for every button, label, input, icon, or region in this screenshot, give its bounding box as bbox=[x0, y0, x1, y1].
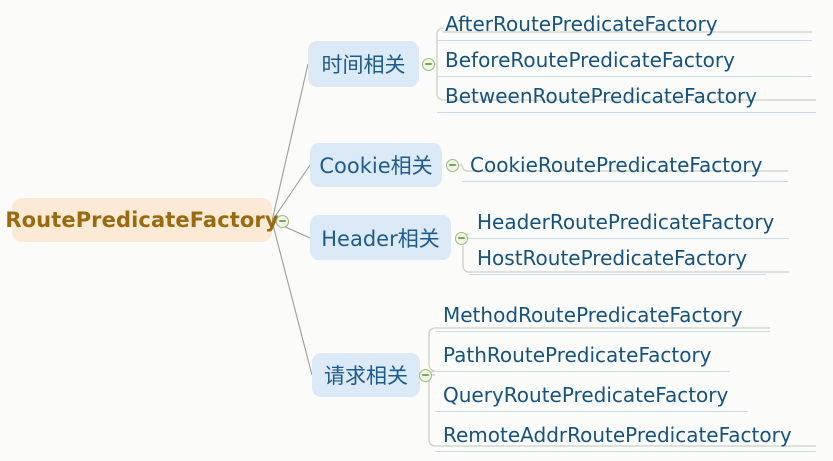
leaf-node-after-route-predicate-factory[interactable]: AfterRoutePredicateFactory bbox=[437, 8, 812, 41]
leaf-node-between-route-predicate-factory[interactable]: BetweenRoutePredicateFactory bbox=[437, 80, 816, 113]
leaf-node-remote-addr-route-predicate-factory[interactable]: RemoteAddrRoutePredicateFactory bbox=[435, 419, 816, 452]
leaf-label: HostRoutePredicateFactory bbox=[477, 246, 748, 270]
leaf-node-header-route-predicate-factory[interactable]: HeaderRoutePredicateFactory bbox=[469, 206, 789, 239]
edge-root-to-request bbox=[271, 220, 313, 376]
leaf-label: HeaderRoutePredicateFactory bbox=[477, 210, 775, 234]
root-node-label: RoutePredicateFactory bbox=[5, 208, 279, 232]
branch-node-header[interactable]: Header相关 bbox=[310, 215, 451, 260]
collapse-toggle-icon-header[interactable] bbox=[455, 232, 468, 245]
collapse-toggle-icon-cookie[interactable] bbox=[446, 159, 459, 172]
leaf-label: BetweenRoutePredicateFactory bbox=[445, 84, 758, 108]
leaf-node-method-route-predicate-factory[interactable]: MethodRoutePredicateFactory bbox=[435, 299, 770, 332]
collapse-toggle-icon-request[interactable] bbox=[419, 369, 432, 382]
branch-node-cookie-label: Cookie相关 bbox=[319, 154, 433, 178]
branch-node-cookie[interactable]: Cookie相关 bbox=[310, 143, 442, 187]
leaf-label: CookieRoutePredicateFactory bbox=[470, 153, 763, 177]
leaf-label: PathRoutePredicateFactory bbox=[443, 343, 712, 367]
branch-node-time[interactable]: 时间相关 bbox=[308, 41, 419, 87]
branch-node-request-label: 请求相关 bbox=[324, 364, 408, 388]
leaf-node-path-route-predicate-factory[interactable]: PathRoutePredicateFactory bbox=[435, 339, 730, 372]
leaf-node-before-route-predicate-factory[interactable]: BeforeRoutePredicateFactory bbox=[437, 44, 812, 77]
leaf-node-query-route-predicate-factory[interactable]: QueryRoutePredicateFactory bbox=[435, 379, 748, 412]
branch-node-request[interactable]: 请求相关 bbox=[312, 353, 420, 397]
root-node[interactable]: RoutePredicateFactory bbox=[5, 198, 279, 242]
leaf-label: BeforeRoutePredicateFactory bbox=[445, 48, 735, 72]
edge-root-to-time bbox=[271, 63, 309, 222]
collapse-toggle-icon-time[interactable] bbox=[422, 58, 435, 71]
collapse-toggle-icon-root[interactable] bbox=[276, 215, 289, 228]
leaf-node-host-route-predicate-factory[interactable]: HostRoutePredicateFactory bbox=[469, 242, 766, 275]
branch-node-header-label: Header相关 bbox=[321, 226, 440, 251]
leaf-label: AfterRoutePredicateFactory bbox=[445, 12, 718, 36]
leaf-node-cookie-route-predicate-factory[interactable]: CookieRoutePredicateFactory bbox=[462, 149, 788, 182]
branch-node-time-label: 时间相关 bbox=[321, 53, 406, 77]
leaf-label: MethodRoutePredicateFactory bbox=[443, 303, 743, 327]
leaf-label: RemoteAddrRoutePredicateFactory bbox=[443, 423, 792, 447]
leaf-label: QueryRoutePredicateFactory bbox=[443, 383, 729, 407]
